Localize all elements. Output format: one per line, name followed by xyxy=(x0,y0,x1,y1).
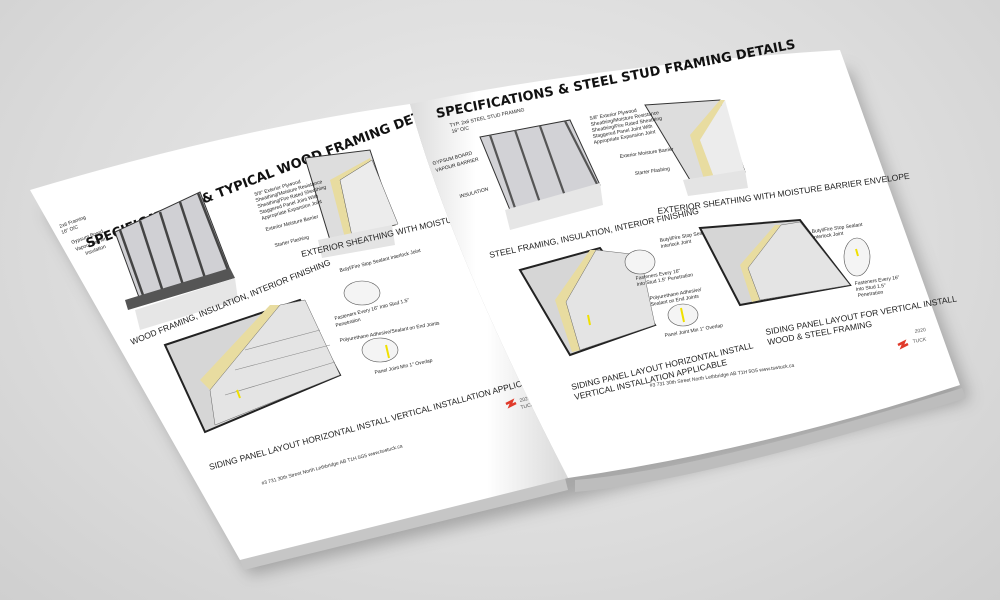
svg-text:TUCK: TUCK xyxy=(520,402,535,411)
label: Starter Flashing xyxy=(634,166,670,177)
left-logo: 2020 TUCK xyxy=(505,395,535,411)
svg-text:2020: 2020 xyxy=(519,395,531,404)
label: Interlock Joint xyxy=(660,239,692,250)
right-logo: 2020 TUCK xyxy=(897,327,927,350)
page-stack-left xyxy=(240,478,568,570)
label: Penetration xyxy=(857,289,883,299)
label: 16" O/C xyxy=(451,125,470,135)
label: Interlock Joint xyxy=(812,231,844,241)
label: 16" O/C xyxy=(61,224,80,236)
page-stack-right xyxy=(575,388,966,492)
svg-text:2020: 2020 xyxy=(914,327,926,335)
label: Into Stud 1.5" xyxy=(855,283,886,293)
svg-text:TUCK: TUCK xyxy=(912,337,927,345)
right-page: SPECIFICATIONS & STEEL STUD FRAMING DETA… xyxy=(410,37,960,478)
